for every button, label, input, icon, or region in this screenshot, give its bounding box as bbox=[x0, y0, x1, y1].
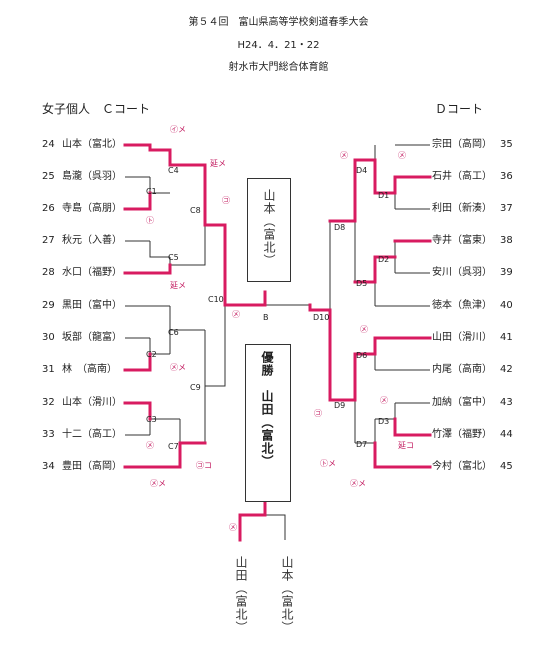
match-code-d7: D7 bbox=[356, 440, 368, 449]
player-number: 39 bbox=[500, 267, 513, 278]
handwritten-mark: ㋙ bbox=[314, 409, 322, 418]
handwritten-mark: ㋱ bbox=[398, 151, 406, 160]
player-name: 島瀧（呉羽） bbox=[62, 171, 122, 182]
handwritten-mark: ㋱ bbox=[360, 325, 368, 334]
handwritten-mark: ㋱メ bbox=[350, 479, 366, 488]
player-name: 秋元（入善） bbox=[62, 235, 122, 246]
handwritten-mark: ㋣ bbox=[146, 216, 154, 225]
player-name: 内尾（高南） bbox=[432, 364, 492, 375]
player-name: 水口（福野） bbox=[62, 267, 122, 278]
player-number: 35 bbox=[500, 139, 513, 150]
match-code-c2: C2 bbox=[146, 350, 157, 359]
handwritten-mark: ㋱ bbox=[232, 310, 240, 319]
tournament-date: H24．4．21・22 bbox=[237, 40, 320, 51]
handwritten-mark: ㋙ bbox=[222, 196, 230, 205]
player-number: 42 bbox=[500, 364, 513, 375]
player-number: 28 bbox=[42, 267, 55, 278]
match-code-d8: D8 bbox=[334, 223, 346, 232]
player-number: 43 bbox=[500, 397, 513, 408]
match-code-d2: D2 bbox=[378, 255, 390, 264]
match-code-c6: C6 bbox=[168, 328, 179, 337]
match-code-d3: D3 bbox=[378, 417, 390, 426]
player-number: 27 bbox=[42, 235, 55, 246]
champion-box: 優勝 山田（富北） bbox=[245, 344, 291, 502]
final-left-name: 山田（富北） bbox=[234, 556, 248, 634]
match-code-c5: C5 bbox=[168, 253, 179, 262]
handwritten-mark: 延メ bbox=[210, 159, 226, 168]
player-name: 坂部（龍富） bbox=[62, 332, 122, 343]
player-number: 36 bbox=[500, 171, 513, 182]
player-name: 寺井（富東） bbox=[432, 235, 492, 246]
player-name: 竹澤（福野） bbox=[432, 429, 492, 440]
handwritten-mark: ㋱ bbox=[146, 441, 154, 450]
player-name: 豊田（高岡） bbox=[62, 461, 122, 472]
c-court-winner-box: 山本（富北） bbox=[247, 178, 291, 282]
right-court-label: Ｄコート bbox=[435, 102, 484, 116]
player-number: 25 bbox=[42, 171, 55, 182]
handwritten-mark: ㋱ bbox=[229, 523, 237, 532]
player-number: 45 bbox=[500, 461, 513, 472]
match-code-c7: C7 bbox=[168, 442, 179, 451]
final-right-name: 山本（富北） bbox=[280, 556, 294, 634]
player-name: 宗田（高岡） bbox=[432, 139, 492, 150]
tournament-venue: 射水市大門総合体育館 bbox=[228, 62, 329, 73]
player-name: 安川（呉羽） bbox=[432, 267, 492, 278]
player-name: 徳本（魚津） bbox=[432, 300, 492, 311]
handwritten-mark: ㋑メ bbox=[170, 125, 186, 134]
c-court-winner-name: 山本（富北） bbox=[262, 189, 276, 267]
champion-name: 優勝 山田（富北） bbox=[260, 351, 274, 468]
match-code-c9: C9 bbox=[190, 383, 201, 392]
player-name: 林 （高南） bbox=[62, 364, 117, 375]
player-number: 41 bbox=[500, 332, 513, 343]
handwritten-mark: 延メ bbox=[170, 281, 186, 290]
match-code-d6: D6 bbox=[356, 351, 368, 360]
match-code-d9: D9 bbox=[334, 401, 346, 410]
match-code-d5: D5 bbox=[356, 279, 368, 288]
match-code-d1: D1 bbox=[378, 191, 390, 200]
match-code-c1: C1 bbox=[146, 187, 157, 196]
player-number: 26 bbox=[42, 203, 55, 214]
tournament-title: 第５４回 富山県高等学校剣道春季大会 bbox=[188, 17, 369, 28]
player-name: 山田（滑川） bbox=[432, 332, 492, 343]
player-number: 34 bbox=[42, 461, 55, 472]
player-number: 44 bbox=[500, 429, 513, 440]
player-number: 29 bbox=[42, 300, 55, 311]
match-code-c3: C3 bbox=[146, 415, 157, 424]
handwritten-mark: ㋱ bbox=[380, 396, 388, 405]
player-number: 32 bbox=[42, 397, 55, 408]
match-code-c4: C4 bbox=[168, 166, 179, 175]
player-name: 加納（富中） bbox=[432, 397, 492, 408]
player-number: 37 bbox=[500, 203, 513, 214]
player-name: 山本（富北） bbox=[62, 139, 122, 150]
player-name: 利田（新湊） bbox=[432, 203, 492, 214]
handwritten-mark: ㋙コ bbox=[196, 461, 212, 470]
player-number: 30 bbox=[42, 332, 55, 343]
player-name: 十二（高工） bbox=[62, 429, 122, 440]
handwritten-mark: ㋣メ bbox=[320, 459, 336, 468]
match-code-c8: C8 bbox=[190, 206, 201, 215]
match-code-c10: C10 bbox=[208, 295, 224, 304]
player-name: 黒田（富中） bbox=[62, 300, 122, 311]
player-name: 寺島（高朋） bbox=[62, 203, 122, 214]
handwritten-mark: 延コ bbox=[398, 441, 414, 450]
player-number: 31 bbox=[42, 364, 55, 375]
player-name: 今村（富北） bbox=[432, 461, 492, 472]
player-number: 24 bbox=[42, 139, 55, 150]
player-number: 33 bbox=[42, 429, 55, 440]
match-code-b: B bbox=[263, 313, 269, 322]
left-court-label: 女子個人 Ｃコート bbox=[42, 102, 151, 116]
player-name: 山本（滑川） bbox=[62, 397, 122, 408]
match-code-d4: D4 bbox=[356, 166, 368, 175]
player-number: 38 bbox=[500, 235, 513, 246]
player-name: 石井（高工） bbox=[432, 171, 492, 182]
handwritten-mark: ㋱ bbox=[340, 151, 348, 160]
handwritten-mark: ㋱メ bbox=[170, 363, 186, 372]
player-number: 40 bbox=[500, 300, 513, 311]
match-code-d10: D10 bbox=[313, 313, 330, 322]
handwritten-mark: ㋱メ bbox=[150, 479, 166, 488]
